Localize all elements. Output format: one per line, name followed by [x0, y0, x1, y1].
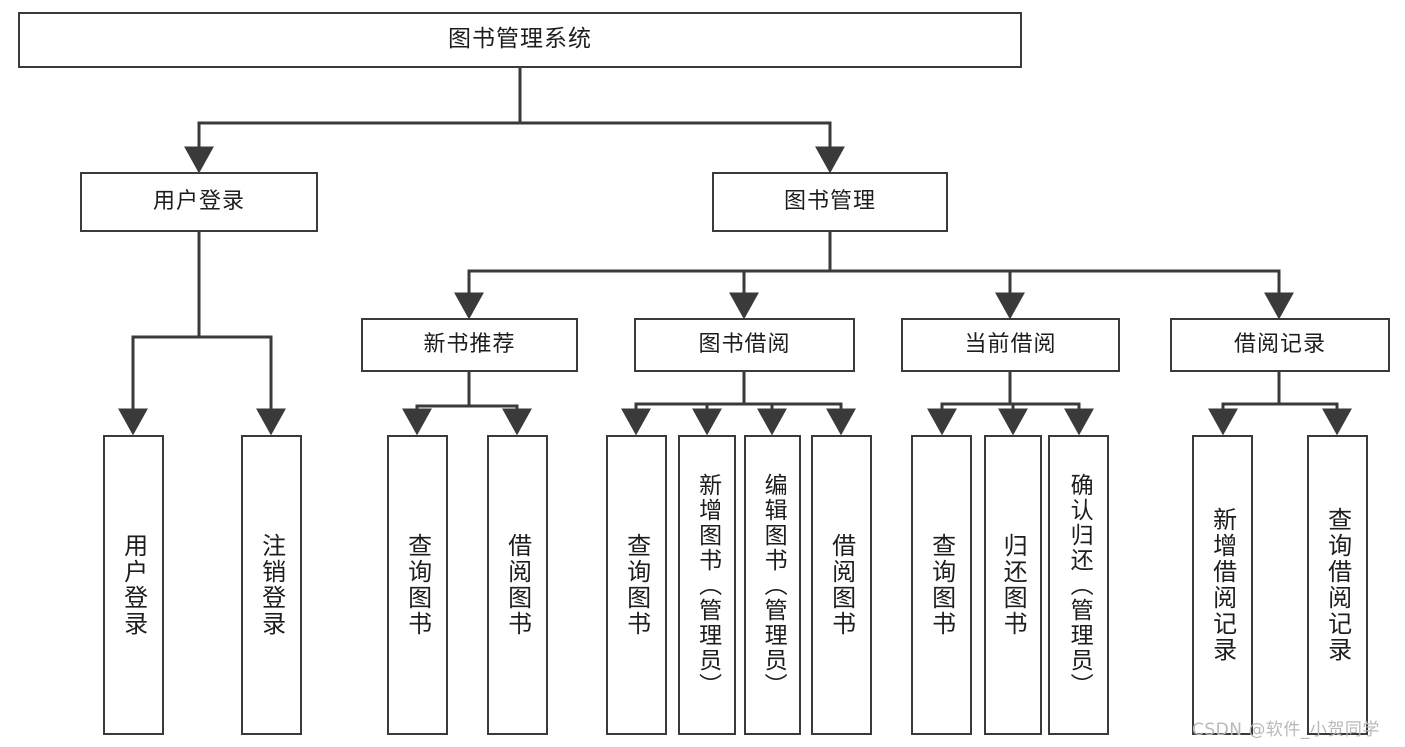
leaf-new-book-query-book[interactable]: 查询图书 [387, 435, 448, 735]
leaf-book-borrow-borrow-book[interactable]: 借阅图书 [811, 435, 872, 735]
leaf-book-borrow-query-book[interactable]: 查询图书 [606, 435, 667, 735]
leaf-book-borrow-edit-book-admin[interactable]: 编辑图书（管理员） [744, 435, 801, 735]
leaf-book-borrow-add-book-admin[interactable]: 新增图书（管理员） [678, 435, 736, 735]
node-new-book-recommend[interactable]: 新书推荐 [361, 318, 578, 372]
leaf-new-book-borrow-book[interactable]: 借阅图书 [487, 435, 548, 735]
leaf-borrow-record-query-record[interactable]: 查询借阅记录 [1307, 435, 1368, 735]
leaf-user-login-login[interactable]: 用户登录 [103, 435, 164, 735]
csdn-watermark: CSDN @软件_小贺同学 [1192, 720, 1380, 740]
node-root-system[interactable]: 图书管理系统 [18, 12, 1022, 68]
leaf-current-borrow-return-book[interactable]: 归还图书 [984, 435, 1042, 735]
leaf-current-borrow-query-book[interactable]: 查询图书 [911, 435, 972, 735]
node-borrow-record[interactable]: 借阅记录 [1170, 318, 1390, 372]
node-book-management[interactable]: 图书管理 [712, 172, 948, 232]
node-book-borrow[interactable]: 图书借阅 [634, 318, 855, 372]
leaf-borrow-record-add-record[interactable]: 新增借阅记录 [1192, 435, 1253, 735]
leaf-user-login-logout[interactable]: 注销登录 [241, 435, 302, 735]
leaf-current-borrow-confirm-return-admin[interactable]: 确认归还（管理员） [1048, 435, 1109, 735]
node-current-borrow[interactable]: 当前借阅 [901, 318, 1120, 372]
node-user-login[interactable]: 用户登录 [80, 172, 318, 232]
